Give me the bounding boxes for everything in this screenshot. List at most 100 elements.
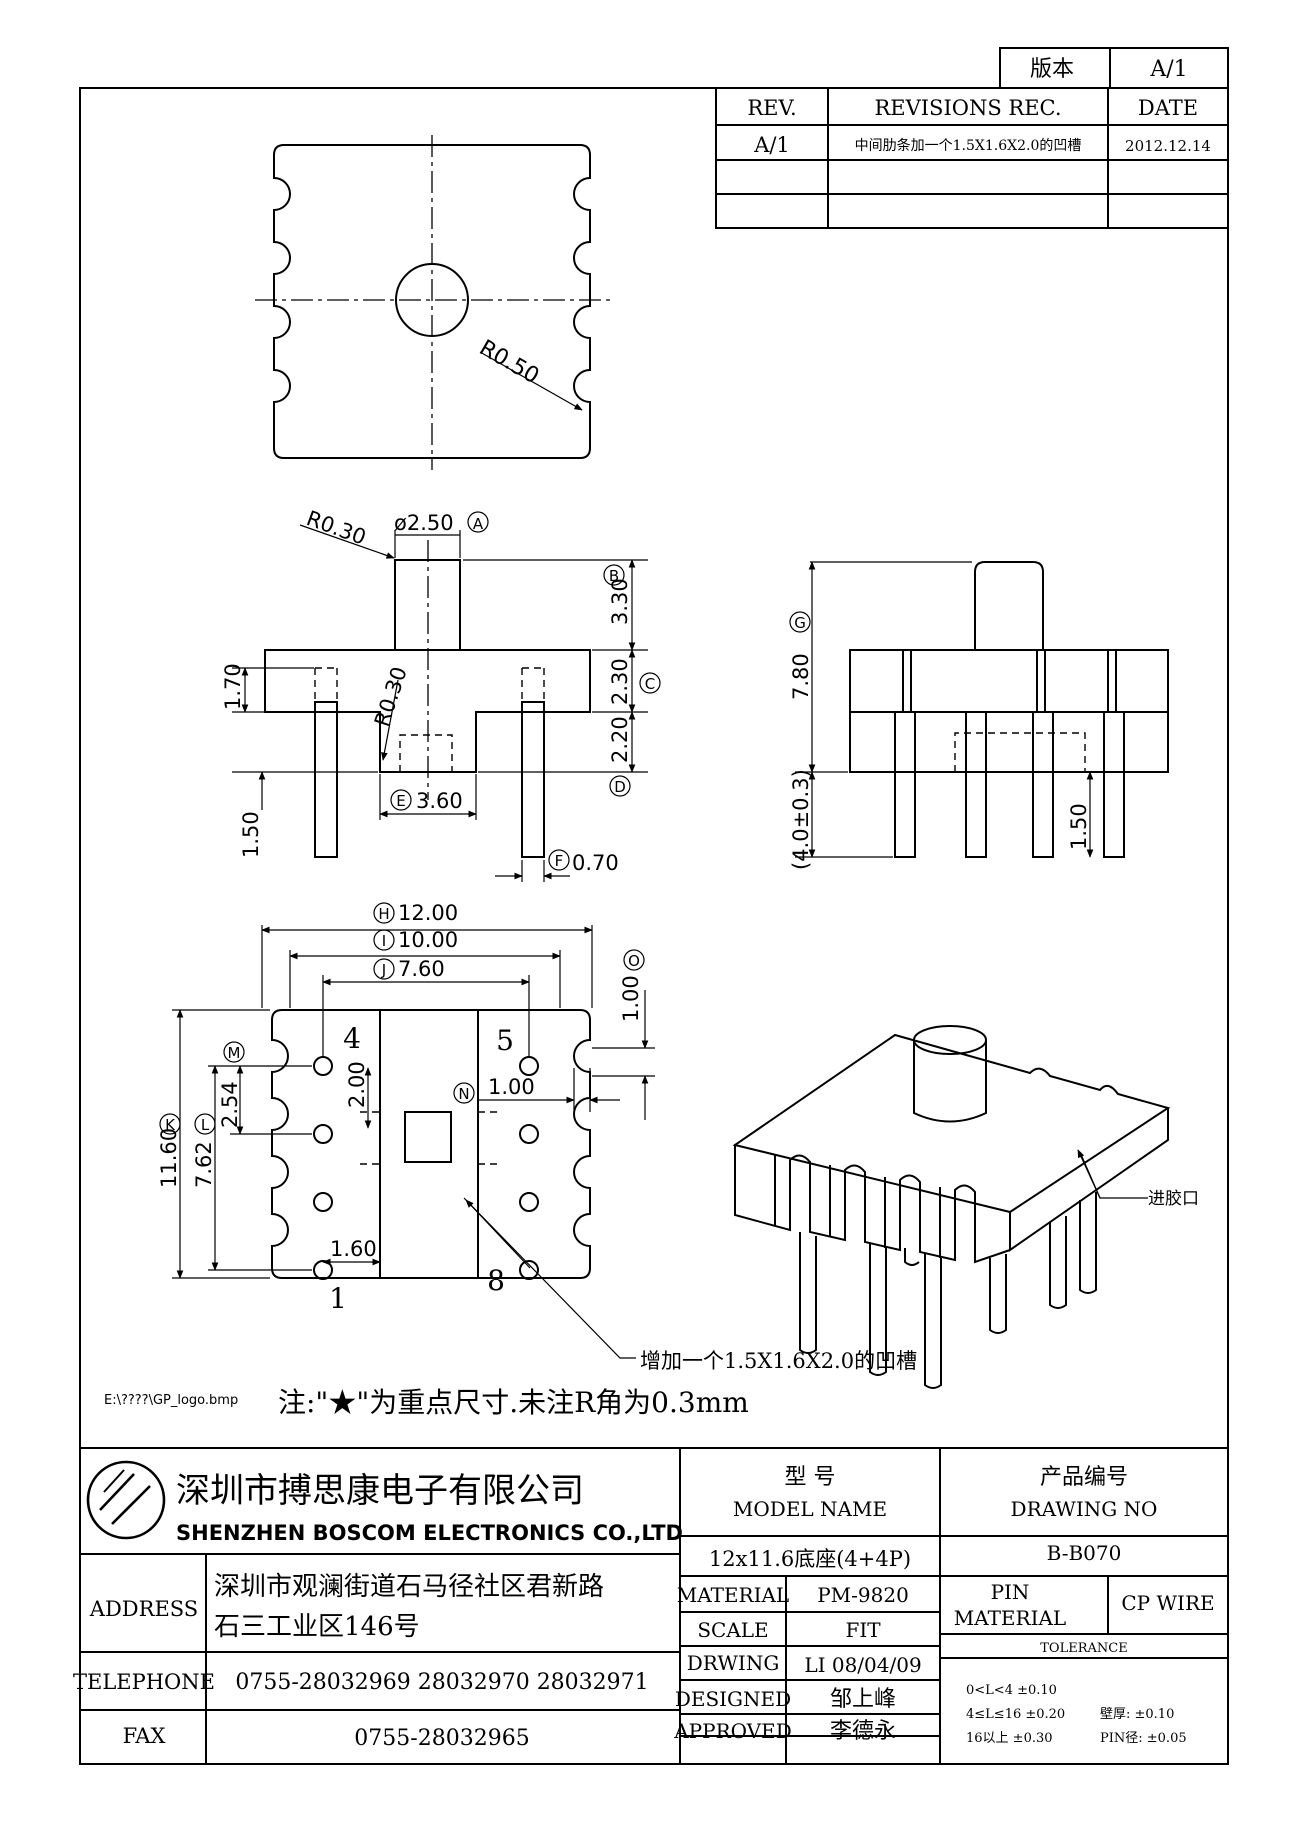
dim-phi250: ø2.50 bbox=[394, 511, 454, 535]
dim-150-right: 1.50 bbox=[1067, 803, 1091, 850]
telephone-label: TELEPHONE bbox=[73, 1670, 215, 1694]
rev-cell: A/1 bbox=[753, 133, 790, 157]
approved-value: 李德永 bbox=[830, 1719, 896, 1744]
front-view: ø2.50 A R0.30 3.30 2.30 2.20 B C D 1.70 … bbox=[221, 506, 661, 882]
pin-1-label: 1 bbox=[329, 1282, 347, 1315]
dim-40: (4.0±0.3) bbox=[789, 769, 813, 870]
scale-label: SCALE bbox=[697, 1618, 768, 1642]
drawing-label-cn: 产品编号 bbox=[1040, 1465, 1128, 1490]
note-text: 注:"★"为重点尺寸.未注R角为0.3mm bbox=[278, 1386, 749, 1419]
injection-label: 进胶口 bbox=[1148, 1189, 1199, 1209]
address-label: ADDRESS bbox=[89, 1597, 198, 1621]
company-logo bbox=[86, 1460, 166, 1540]
designed-label: DESIGNED bbox=[675, 1687, 791, 1711]
sheet-border bbox=[79, 87, 1229, 1765]
dim-170: 1.70 bbox=[221, 663, 245, 710]
date-col-header: DATE bbox=[1138, 96, 1198, 120]
dim-100-n: 1.00 bbox=[488, 1075, 535, 1099]
version-box: 版本 A/1 bbox=[999, 47, 1229, 89]
pin-5-label: 5 bbox=[496, 1024, 514, 1057]
date-cell: 2012.12.14 bbox=[1125, 137, 1211, 155]
label-f: F bbox=[555, 852, 564, 870]
fax-label: FAX bbox=[123, 1724, 166, 1748]
tolerance-3: 16以上 ±0.30 bbox=[966, 1731, 1053, 1746]
pin-material-label-1: PIN bbox=[991, 1580, 1030, 1604]
dim-r050: R0.50 bbox=[475, 336, 543, 390]
revision-table: REV. REVISIONS REC. DATE A/1 中间肋条加一个1.5X… bbox=[715, 87, 1229, 229]
dim-1160: 11.60 bbox=[157, 1128, 181, 1188]
rec-col-header: REVISIONS REC. bbox=[874, 96, 1061, 120]
dim-150-left: 1.50 bbox=[239, 811, 263, 858]
dim-762: 7.62 bbox=[192, 1141, 216, 1188]
dim-780: 7.80 bbox=[789, 653, 813, 700]
label-o: O bbox=[628, 952, 640, 970]
logo-path: E:\????\GP_logo.bmp bbox=[104, 1393, 238, 1408]
pin-material-value: CP WIRE bbox=[1121, 1591, 1214, 1615]
model-label-en: MODEL NAME bbox=[733, 1497, 887, 1521]
label-j: J bbox=[381, 961, 386, 979]
designed-value: 邹上峰 bbox=[830, 1687, 896, 1712]
label-b: B bbox=[609, 567, 619, 585]
drawing-value: B-B070 bbox=[1047, 1541, 1122, 1565]
label-l: L bbox=[201, 1116, 210, 1134]
isometric-view: 进胶口 增加一个1.5X1.6X2.0的凹槽 bbox=[640, 1025, 1199, 1389]
address-line2: 石三工业区146号 bbox=[214, 1612, 420, 1642]
approved-label: APPROVED bbox=[673, 1719, 792, 1743]
title-block: 深圳市搏思康电子有限公司 SHENZHEN BOSCOM ELECTRONICS… bbox=[73, 1447, 1228, 1764]
label-c: C bbox=[645, 675, 655, 693]
version-value: A/1 bbox=[1149, 57, 1187, 82]
dim-100-o: 1.00 bbox=[619, 975, 643, 1022]
drawing-label-en: DRAWING NO bbox=[1011, 1497, 1158, 1521]
dim-r030-top: R0.30 bbox=[303, 506, 369, 550]
material-label: MATERIAL bbox=[677, 1583, 789, 1607]
wall-tolerance: 壁厚: ±0.10 bbox=[1100, 1707, 1174, 1722]
label-n: N bbox=[458, 1085, 469, 1103]
label-m: M bbox=[228, 1044, 241, 1062]
dim-360: 3.60 bbox=[416, 789, 463, 813]
dim-330: 3.30 bbox=[608, 578, 632, 625]
rec-cell: 中间肋条加一个1.5X1.6X2.0的凹槽 bbox=[855, 137, 1082, 154]
model-value: 12x11.6底座(4+4P) bbox=[709, 1547, 911, 1571]
material-value: PM-9820 bbox=[817, 1583, 909, 1607]
label-g: G bbox=[794, 614, 806, 632]
dim-160: 1.60 bbox=[330, 1237, 377, 1261]
telephone-value: 0755-28032969 28032970 28032971 bbox=[235, 1670, 648, 1695]
address-line1: 深圳市观澜街道石马径社区君新路 bbox=[214, 1572, 604, 1602]
tolerance-2: 4≤L≤16 ±0.20 bbox=[966, 1707, 1065, 1722]
scale-value: FIT bbox=[845, 1618, 881, 1642]
bottom-view: 4 5 1 8 H 12.00 I 10.00 J 7.60 O 1.00 bbox=[157, 901, 655, 1359]
rev-col-header: REV. bbox=[747, 96, 796, 120]
label-a: A bbox=[473, 515, 484, 533]
drwing-label: DRWING bbox=[687, 1651, 780, 1675]
label-e: E bbox=[396, 792, 405, 810]
tolerance-label: TOLERANCE bbox=[1040, 1641, 1127, 1656]
dim-760: 7.60 bbox=[398, 957, 445, 981]
dim-200: 2.00 bbox=[345, 1061, 369, 1108]
dim-220: 2.20 bbox=[608, 716, 632, 763]
company-name-en: SHENZHEN BOSCOM ELECTRONICS CO.,LTD bbox=[176, 1521, 683, 1545]
drwing-value: LI 08/04/09 bbox=[804, 1653, 921, 1677]
label-d: D bbox=[614, 778, 626, 796]
model-label-cn: 型 号 bbox=[785, 1465, 836, 1490]
dim-070: 0.70 bbox=[572, 851, 619, 875]
pin-4-label: 4 bbox=[343, 1022, 361, 1055]
pin-material-label-2: MATERIAL bbox=[954, 1606, 1066, 1630]
side-view: G 7.80 (4.0±0.3) 1.50 bbox=[789, 561, 1169, 870]
fax-value: 0755-28032965 bbox=[354, 1726, 529, 1751]
label-k: K bbox=[165, 1116, 176, 1134]
pin-dia-tolerance: PIN径: ±0.05 bbox=[1100, 1731, 1187, 1746]
dim-1200: 12.00 bbox=[398, 901, 458, 925]
groove-label: 增加一个1.5X1.6X2.0的凹槽 bbox=[640, 1349, 917, 1373]
pin-8-label: 8 bbox=[487, 1264, 505, 1297]
tolerance-1: 0<L<4 ±0.10 bbox=[966, 1683, 1057, 1698]
dim-1000: 10.00 bbox=[398, 928, 458, 952]
top-view: R0.50 bbox=[255, 135, 610, 470]
dim-r030-mid: R0.30 bbox=[370, 664, 412, 730]
label-h: H bbox=[378, 905, 389, 923]
dim-230: 2.30 bbox=[608, 658, 632, 705]
version-label: 版本 bbox=[1030, 57, 1074, 82]
company-name-cn: 深圳市搏思康电子有限公司 bbox=[176, 1471, 584, 1511]
label-i: I bbox=[382, 932, 386, 950]
dim-254: 2.54 bbox=[218, 1081, 242, 1128]
